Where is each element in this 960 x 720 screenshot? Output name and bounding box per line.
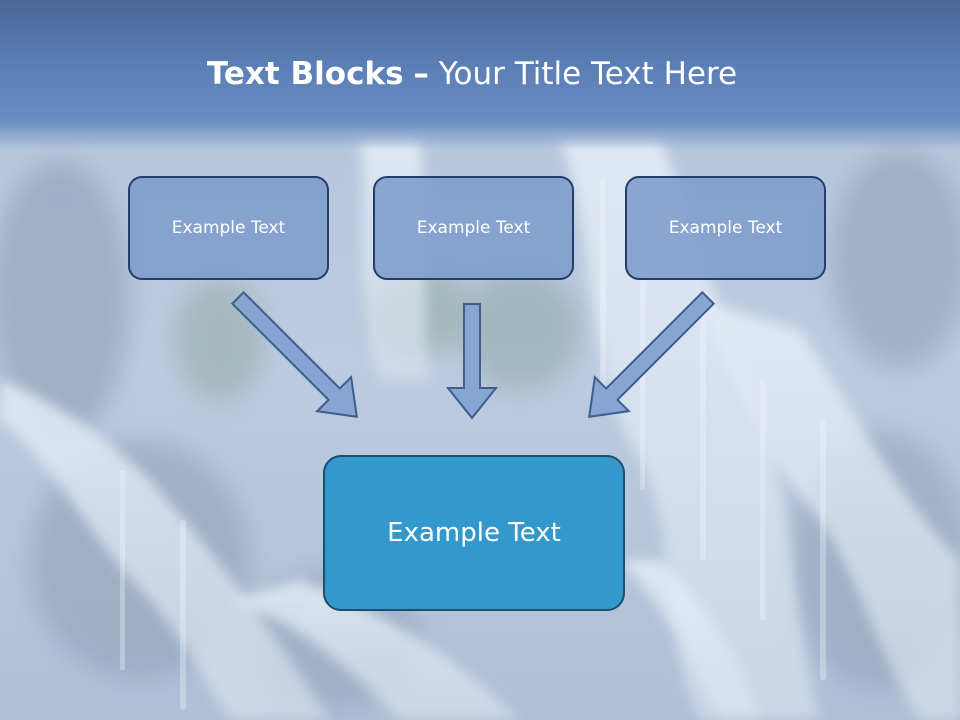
slide-title[interactable]: Text Blocks – Your Title Text Here — [0, 52, 944, 96]
title-bold-text: Text Blocks — [206, 56, 404, 92]
target-text-block-label: Example Text — [387, 518, 561, 548]
title-separator: – — [413, 56, 429, 92]
title-bar — [0, 0, 960, 150]
text-block-2-label: Example Text — [416, 218, 531, 238]
text-block-2[interactable]: Example Text — [373, 176, 574, 280]
target-text-block[interactable]: Example Text — [323, 455, 625, 611]
text-block-3-label: Example Text — [668, 218, 783, 238]
text-block-1-label: Example Text — [171, 218, 286, 238]
title-rest-text: Your Title Text Here — [438, 56, 738, 92]
text-block-3[interactable]: Example Text — [625, 176, 826, 280]
text-block-1[interactable]: Example Text — [128, 176, 329, 280]
